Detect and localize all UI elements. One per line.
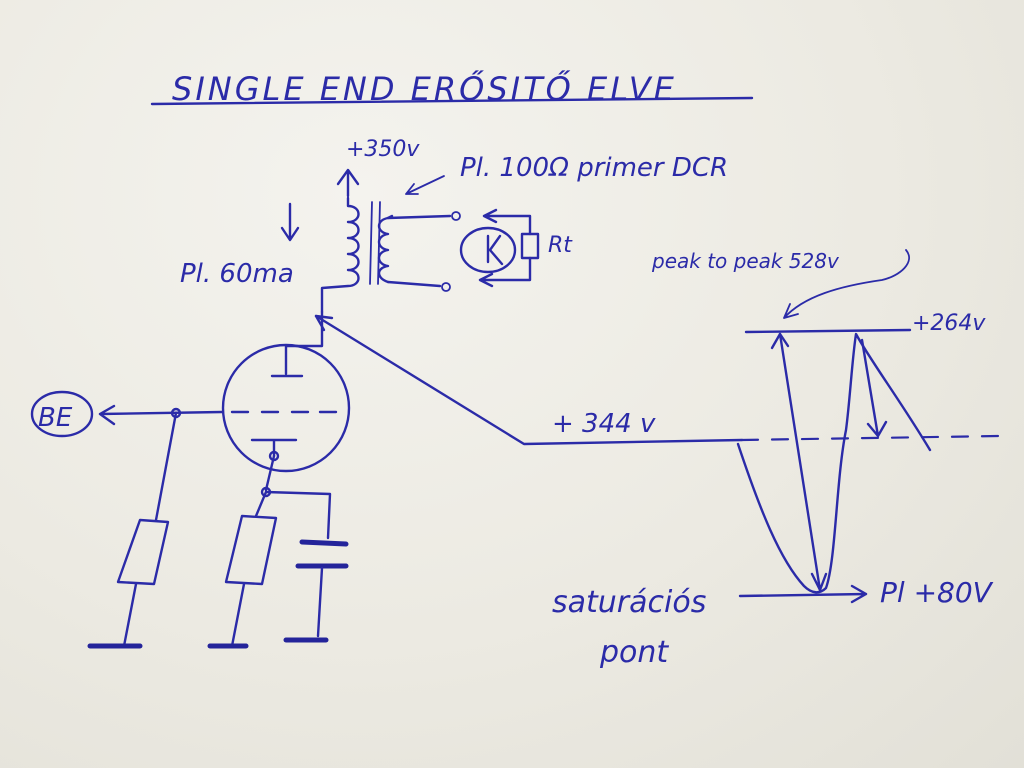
terminal-bottom: [441, 282, 451, 292]
secondary-leads: [386, 214, 452, 288]
saturation-label-line2: pont: [599, 635, 669, 670]
plate-pointer-arrow: [314, 314, 334, 332]
grid-ground-lead: [122, 582, 138, 648]
peak-to-peak-label: peak to peak 528v: [651, 249, 840, 273]
primary-dcr-label: Pl. 100Ω primer DCR: [460, 153, 728, 183]
signal-curve: [736, 332, 932, 594]
load-bottom-lead: [478, 256, 532, 288]
bypass-cap-plate-top: [299, 539, 349, 547]
speaker-k-arms: [488, 234, 504, 266]
swing-measure-line: [778, 332, 822, 592]
secondary-winding: [377, 214, 394, 284]
title-underline: [150, 96, 754, 106]
bypass-cap-ground-lead: [316, 566, 324, 638]
grid-resistor: [116, 518, 170, 586]
plate-lead: [284, 310, 324, 376]
input-network: [30, 390, 224, 649]
supply-arrow: [336, 168, 360, 198]
grid-lead: [154, 411, 178, 522]
dcr-pointer-arrow: [405, 175, 445, 195]
input-circle: [30, 390, 94, 438]
amplitude-arrow: [860, 338, 888, 438]
primary-winding: [320, 196, 360, 314]
upper-voltage-label: +264v: [912, 311, 986, 336]
load-resistor-rt: [520, 232, 540, 260]
load-top-lead: [482, 208, 532, 236]
cathode-resistor-lead: [254, 490, 268, 518]
cathode-network: [207, 450, 349, 649]
waveform: [736, 249, 932, 604]
input-label: BE: [38, 403, 73, 433]
bypass-cap-lead: [264, 490, 332, 540]
cathode-ground-lead: [230, 582, 246, 648]
plate-current-label: Pl. 60ma: [180, 259, 294, 289]
cathode-lead: [264, 454, 276, 492]
output-transformer: [280, 168, 461, 314]
upper-limit-line: [744, 328, 912, 334]
current-arrow: [280, 202, 300, 242]
saturation-arrow: [738, 584, 868, 604]
load-resistor-label: Rt: [548, 233, 573, 258]
speaker-load: [459, 208, 540, 288]
vacuum-tube: [221, 310, 351, 473]
cathode-resistor: [224, 514, 278, 586]
input-arrow: [98, 404, 224, 426]
swing-arrow-up: [770, 332, 790, 350]
swing-arrow-down: [810, 572, 828, 592]
tube-cathode: [250, 438, 298, 458]
plate-voltage-label: Pl +80V: [880, 576, 994, 609]
quiescent-voltage-label: + 344 v: [552, 409, 656, 439]
terminal-top: [451, 211, 461, 221]
peak-pointer-arrow: [783, 249, 910, 319]
supply-voltage-label: +350v: [346, 137, 420, 162]
saturation-label-line1: saturációs: [552, 585, 706, 620]
quiescent-dashed-line: [740, 434, 1002, 442]
plate-voltage-line: [314, 314, 744, 446]
speaker-circle: [459, 226, 517, 274]
